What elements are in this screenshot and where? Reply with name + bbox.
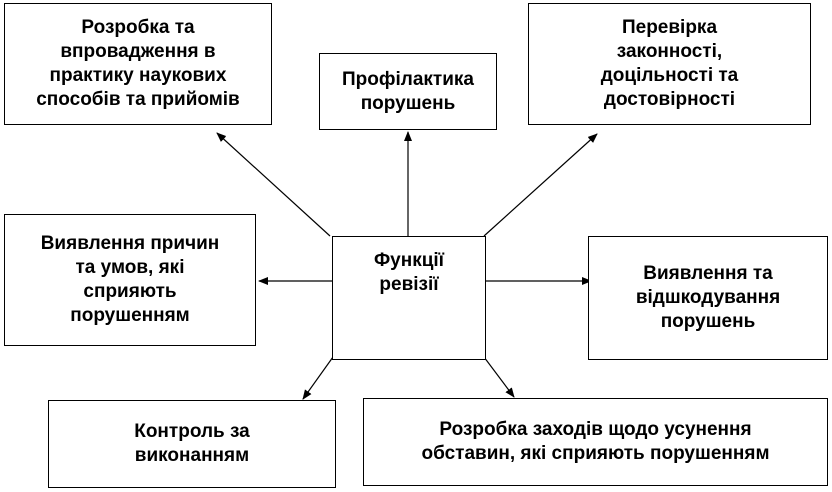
bottom-right-label: Розробка заходів щодо усунення обставин,… [421,419,770,464]
box-center: Функції ревізії [332,236,486,360]
mid-right-label: Виявлення та відшкодування порушень [635,263,781,332]
box-top-mid: Профілактика порушень [319,53,497,130]
box-mid-right: Виявлення та відшкодування порушень [588,236,828,360]
box-bottom-right: Розробка заходів щодо усунення обставин,… [363,398,828,486]
box-top-left: Розробка та впровадження в практику наук… [4,3,272,125]
top-mid-label: Профілактика порушень [342,68,474,114]
arrow-to-bottom-right [483,356,515,398]
bottom-left-label: Контроль за виконанням [134,421,250,466]
arrow-to-top-right [483,133,598,237]
top-left-label: Розробка та впровадження в практику наук… [36,17,240,110]
center-label: Функції ревізії [373,250,445,295]
mid-left-label: Виявлення причин та умов, які сприяють п… [40,233,220,326]
arrow-to-top-left [216,132,331,237]
box-top-right: Перевірка законності, доцільності та дос… [528,3,811,125]
box-mid-left: Виявлення причин та умов, які сприяють п… [4,214,256,346]
top-right-label: Перевірка законності, доцільності та дос… [600,17,739,110]
box-bottom-left: Контроль за виконанням [48,400,336,488]
arrow-to-bottom-left [302,356,334,400]
